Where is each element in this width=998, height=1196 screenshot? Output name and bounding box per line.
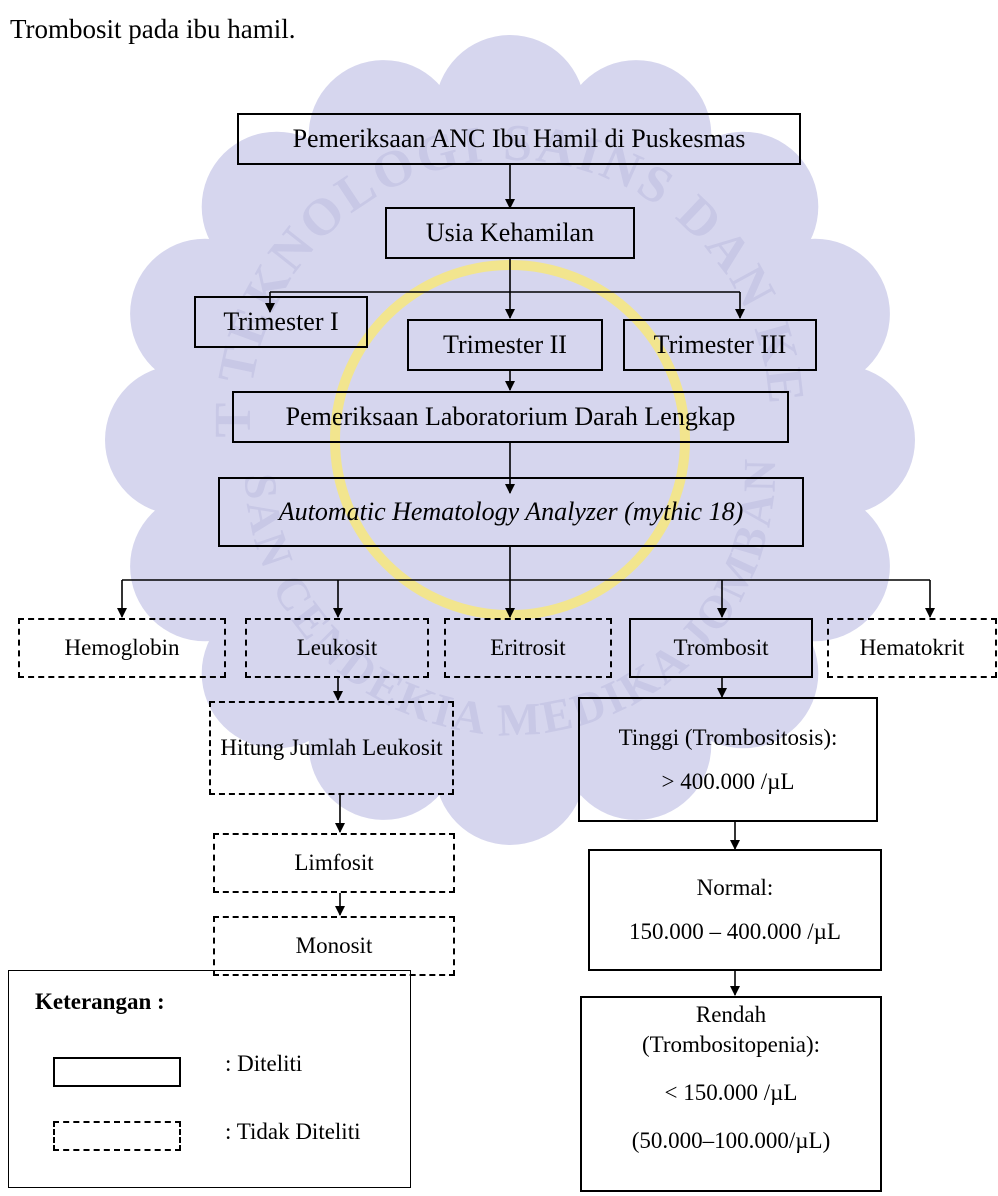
trombositosis-label: Tinggi (Trombositosis): (618, 724, 838, 750)
normal-label: Normal: (696, 875, 774, 900)
trombositopenia-value: < 150.000 /µL (664, 1080, 798, 1105)
lab-darah-lengkap-box: Pemeriksaan Laboratorium Darah Lengkap (232, 391, 789, 443)
anc-box: Pemeriksaan ANC Ibu Hamil di Puskesmas (237, 113, 801, 165)
watermark-scallop (201, 131, 352, 282)
eritrosit-box: Eritrosit (444, 618, 612, 678)
hematology-analyzer-box: Automatic Hematology Analyzer (mythic 18… (218, 477, 804, 547)
trombositosis-box: Tinggi (Trombositosis): > 400.000 /µL (578, 697, 878, 822)
legend-dashed-sample (53, 1121, 181, 1151)
watermark-scallop (561, 60, 712, 211)
watermark-scallop (308, 60, 459, 211)
watermark-scallop (561, 669, 712, 820)
leukosit-box: Leukosit (245, 618, 429, 678)
hemoglobin-box: Hemoglobin (18, 618, 226, 678)
monosit-box: Monosit (213, 916, 455, 976)
trombosit-box: Trombosit (629, 618, 813, 678)
watermark-scallop (130, 491, 281, 642)
legend-dashed-label: : Tidak Diteliti (225, 1119, 361, 1144)
trimester-1-box: Trimester I (194, 296, 368, 348)
watermark-scallop (668, 598, 819, 749)
normal-value: 150.000 – 400.000 /µL (629, 919, 841, 944)
trimester-3-box: Trimester III (623, 319, 817, 371)
watermark-scallop (435, 695, 585, 845)
intro-text: Trombosit pada ibu hamil. (10, 14, 296, 44)
watermark-scallop (105, 365, 255, 515)
watermark-scallop (435, 35, 585, 185)
watermark-scallop (668, 131, 819, 282)
watermark-base (180, 110, 840, 770)
legend-title: Keterangan : (35, 989, 165, 1014)
legend-solid-label: : Diteliti (225, 1051, 303, 1076)
watermark-scallop (201, 598, 352, 749)
hitung-jumlah-leukosit-box: Hitung Jumlah Leukosit (209, 701, 454, 795)
trombositopenia-label-2: (Trombositopenia): (641, 1032, 821, 1057)
trimester-2-box: Trimester II (407, 319, 603, 371)
trombositopenia-box: Rendah (Trombositopenia): < 150.000 /µL … (580, 996, 882, 1192)
trombositopenia-range: (50.000–100.000/µL) (631, 1128, 831, 1153)
normal-box: Normal: 150.000 – 400.000 /µL (588, 849, 882, 971)
watermark-scallop (308, 669, 459, 820)
watermark-scallop (130, 238, 281, 389)
hematokrit-box: Hematokrit (827, 618, 997, 678)
usia-kehamilan-box: Usia Kehamilan (385, 207, 635, 259)
limfosit-box: Limfosit (213, 833, 455, 893)
legend-box: Keterangan : : Diteliti : Tidak Diteliti (8, 970, 411, 1188)
trombositopenia-label: Rendah (695, 1002, 767, 1027)
watermark-scallop (739, 238, 890, 389)
trombositosis-value: > 400.000 /µL (661, 768, 795, 794)
legend-solid-sample (53, 1057, 181, 1087)
watermark-scallop (739, 491, 890, 642)
